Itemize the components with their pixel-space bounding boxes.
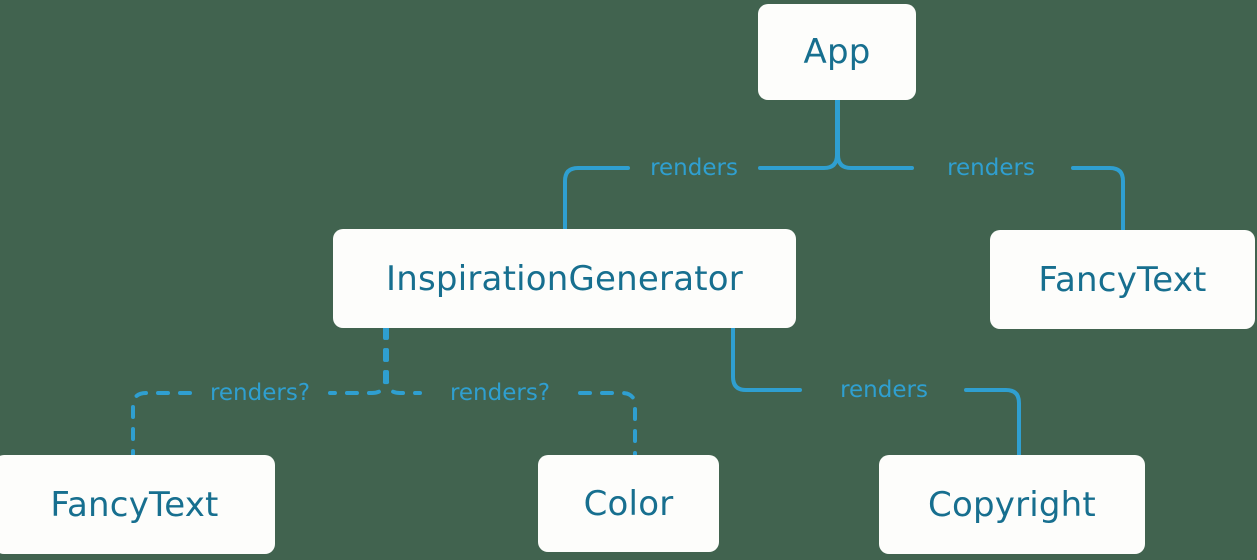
edge-inspirationgenerator-to-color bbox=[385, 326, 637, 457]
node-copyright: Copyright bbox=[879, 455, 1145, 554]
edge-label-app-inspirationgenerator: renders bbox=[650, 155, 738, 181]
edge-label-app-fancytext: renders bbox=[947, 155, 1035, 181]
edge-label-inspirationgenerator-copyright: renders bbox=[840, 377, 928, 403]
edge-app-to-fancytext-right bbox=[836, 98, 1125, 232]
node-fancytext-left: FancyText bbox=[0, 455, 275, 554]
node-inspirationgenerator: InspirationGenerator bbox=[333, 229, 796, 328]
node-fancytext-right: FancyText bbox=[990, 230, 1255, 329]
node-app: App bbox=[758, 4, 916, 100]
edge-label-inspirationgenerator-fancytext: renders? bbox=[209, 380, 311, 406]
edge-label-inspirationgenerator-color: renders? bbox=[449, 380, 551, 406]
edge-inspirationgenerator-to-copyright bbox=[731, 326, 1021, 457]
node-color: Color bbox=[538, 455, 719, 552]
